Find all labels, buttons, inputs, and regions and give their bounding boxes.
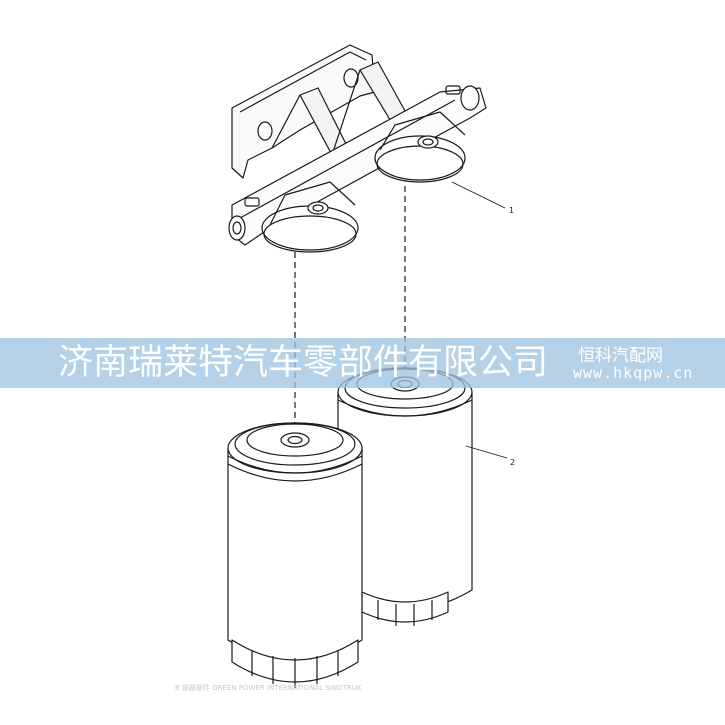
fuel-filter-front [227, 422, 363, 688]
watermark-banner [0, 338, 725, 388]
footer-note: B 部部部件 GREEN POWER INTERNATIONAL SINOTRU… [175, 684, 362, 692]
leader-line-1 [451, 181, 506, 209]
filter-head-assembly [228, 44, 487, 253]
callout-label-1: 1 [509, 206, 514, 215]
pipe-port-right [460, 85, 480, 111]
mounting-hole [257, 121, 273, 141]
mounting-bracket-plate [231, 44, 376, 179]
watermark-site-url: www.hkqpw.cn [573, 364, 694, 382]
mounting-hole [343, 68, 359, 88]
leader-line-2 [465, 445, 508, 459]
seat-flange-right [374, 135, 466, 181]
callout-label-2: 2 [510, 458, 515, 467]
watermark-site-name: 恒科汽配网 [578, 346, 663, 366]
pipe-port-left [228, 215, 246, 241]
watermark-company-name: 济南瑞莱特汽车零部件有限公司 [58, 343, 549, 383]
